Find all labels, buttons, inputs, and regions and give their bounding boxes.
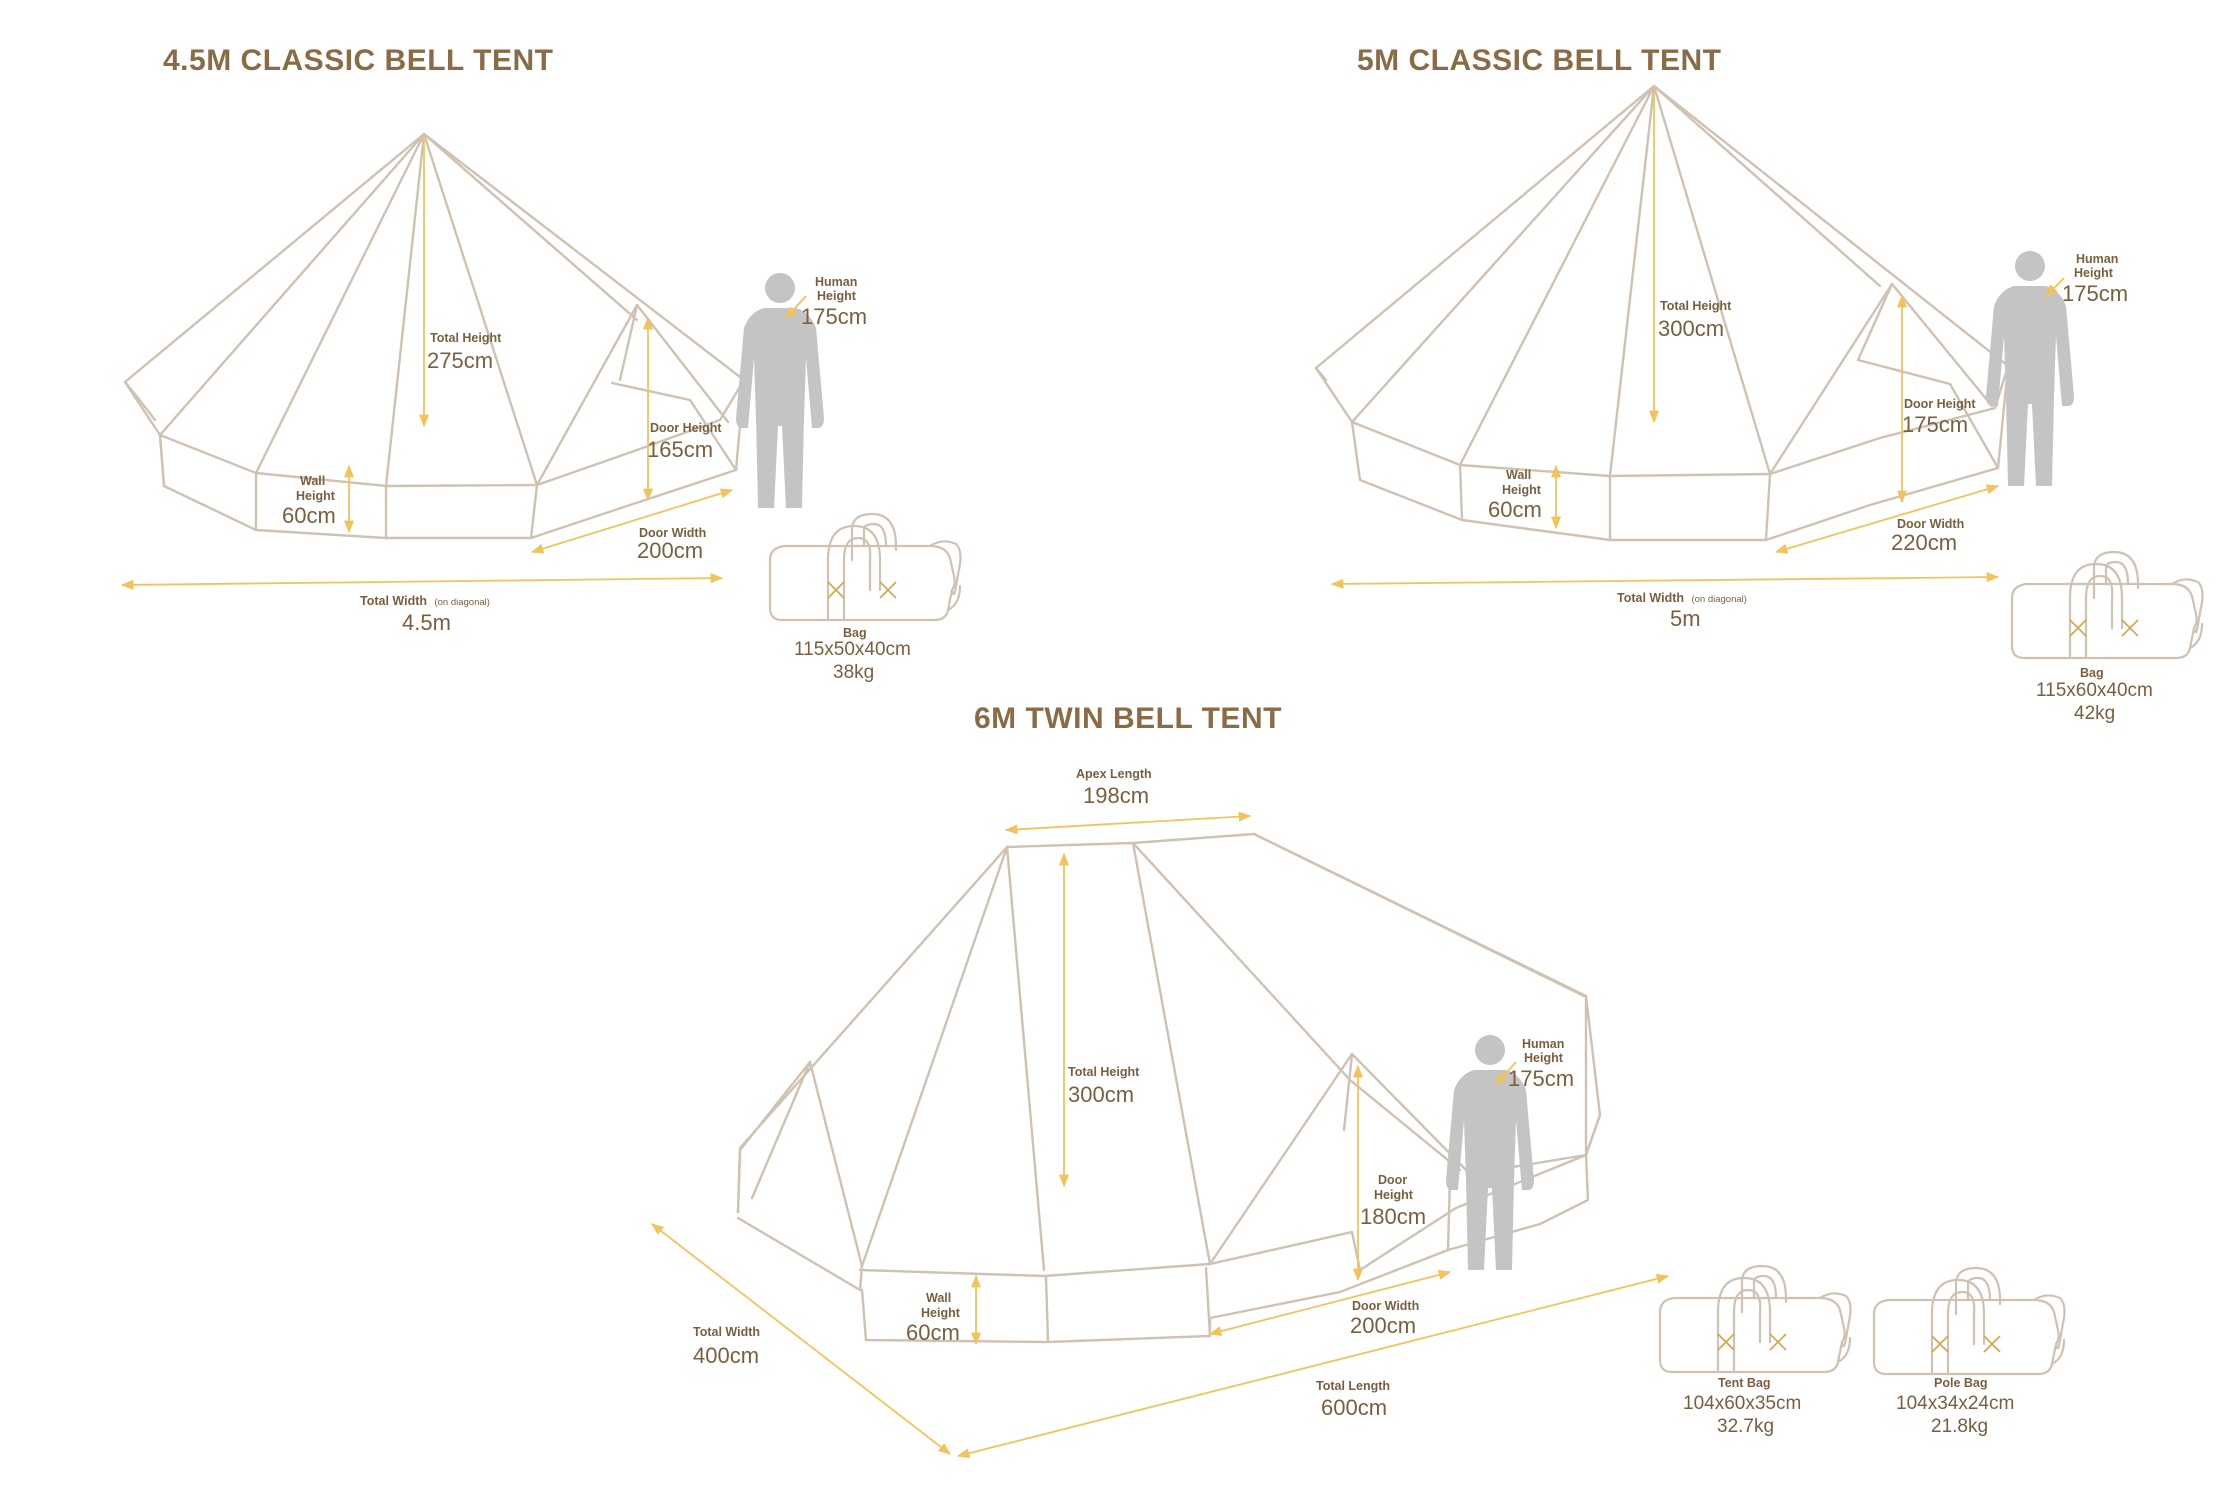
- tent-5-door-width-value: 220cm: [1891, 530, 1957, 555]
- tent-5-human-height-value: 175cm: [2062, 281, 2128, 306]
- tent-6-wall-height-label-1: Wall: [926, 1291, 951, 1305]
- tent-6-total-length-arrow: [956, 1273, 1670, 1459]
- tent-45-bag-size: 115x50x40cm: [794, 639, 911, 660]
- tent-5-wall-height-label-2: Height: [1502, 483, 1542, 497]
- tent-45-total-width-label: Total Width: [360, 594, 427, 608]
- tent-45-total-width-label-line: Total Width (on diagonal): [360, 592, 490, 609]
- tent-45-human-height-label-2: Height: [817, 289, 857, 303]
- tent-45-bag-weight: 38kg: [833, 662, 874, 683]
- tent-5-wall-height-label-1: Wall: [1506, 468, 1531, 482]
- tent-45-human-height-arrow: [785, 295, 807, 319]
- tent-5-human-height-label-1: Human: [2076, 252, 2118, 266]
- tent-45-total-height-label: Total Height: [430, 331, 502, 345]
- tent-5-total-height-value: 300cm: [1658, 316, 1724, 341]
- tent-6-apex-length-label: Apex Length: [1076, 767, 1152, 781]
- tent-6-human-height-label-1: Human: [1522, 1037, 1564, 1051]
- tent-6-human-height-value: 175cm: [1508, 1066, 1574, 1091]
- tent-45-door-width-value: 200cm: [637, 538, 703, 563]
- tent-6-apex-length-value: 198cm: [1083, 783, 1149, 808]
- tent-5-door-height-value: 175cm: [1902, 412, 1968, 437]
- tent-45-human-height-label-1: Human: [815, 275, 857, 289]
- tent-6-tent-bag-label: Tent Bag: [1718, 1376, 1771, 1390]
- tent-45-door-height-label: Door Height: [650, 421, 722, 435]
- tent-5-total-height-label: Total Height: [1660, 299, 1732, 313]
- tent-6-door-width-label: Door Width: [1352, 1299, 1419, 1313]
- tent-45-human-height-value: 175cm: [801, 304, 867, 329]
- tent-6-total-length-value: 600cm: [1321, 1395, 1387, 1420]
- tent-5-bag-size: 115x60x40cm: [2036, 680, 2153, 701]
- tent-45-total-width-arrow: [120, 573, 724, 590]
- tent-6-total-height-value: 300cm: [1068, 1082, 1134, 1107]
- tent-45-outline: [123, 132, 746, 540]
- tent-6-total-width-arrow: [651, 1223, 951, 1455]
- tent-5-title: 5M CLASSIC BELL TENT: [1357, 44, 1721, 77]
- tent-45-wall-height-label-2: Height: [296, 489, 336, 503]
- tent-5-human-height-arrow: [2045, 277, 2065, 297]
- tent-6-door-width-value: 200cm: [1350, 1313, 1416, 1338]
- tent-5-wall-height-value: 60cm: [1488, 497, 1542, 522]
- tent-6-tent-bag-icon: [1658, 1264, 1852, 1374]
- tent-6-pole-bag-size: 104x34x24cm: [1896, 1393, 2014, 1414]
- tent-6-pole-bag-label: Pole Bag: [1934, 1376, 1988, 1390]
- tent-5-door-height-label: Door Height: [1904, 397, 1976, 411]
- tent-6-total-width-value: 400cm: [693, 1343, 759, 1368]
- tent-45-wall-height-label-1: Wall: [300, 474, 325, 488]
- tent-6-human-height-arrow: [1495, 1061, 1517, 1085]
- tent-6-total-length-label: Total Length: [1316, 1379, 1390, 1393]
- tent-45-title: 4.5M CLASSIC BELL TENT: [163, 44, 553, 77]
- tent-5-door-width-label: Door Width: [1897, 517, 1964, 531]
- tent-6-wall-height-label-2: Height: [921, 1306, 961, 1320]
- tent-6-title: 6M TWIN BELL TENT: [974, 702, 1282, 735]
- tent-6-door-height-label-1: Door: [1378, 1173, 1407, 1187]
- tent-6-apex-length-arrow: [1004, 811, 1252, 835]
- tent-45-section: 4.5M CLASSIC BELL TENT Total Height 275c…: [120, 44, 962, 683]
- tent-45-total-height-value: 275cm: [427, 348, 493, 373]
- tent-6-total-height-label: Total Height: [1068, 1065, 1140, 1079]
- tent-5-door-width-arrow: [1774, 484, 2000, 554]
- tent-45-total-width-note: (on diagonal): [434, 597, 489, 608]
- tent-5-bag-icon: [2010, 550, 2204, 660]
- tent-5-total-width-value: 5m: [1670, 606, 1701, 631]
- tent-45-wall-height-value: 60cm: [282, 503, 336, 528]
- tent-6-pole-bag-weight: 21.8kg: [1931, 1416, 1988, 1437]
- tent-6-tent-bag-weight: 32.7kg: [1717, 1416, 1774, 1437]
- tent-5-total-width-note: (on diagonal): [1691, 594, 1746, 605]
- tent-45-door-height-value: 165cm: [647, 437, 713, 462]
- tent-6-tent-bag-size: 104x60x35cm: [1683, 1393, 1801, 1414]
- tent-45-total-width-value: 4.5m: [402, 610, 451, 635]
- tent-45-door-width-label: Door Width: [639, 526, 706, 540]
- tent-6-door-height-value: 180cm: [1360, 1204, 1426, 1229]
- tent-5-outline: [1314, 84, 2010, 542]
- tent-6-door-height-label-2: Height: [1374, 1188, 1414, 1202]
- tent-5-bag-weight: 42kg: [2074, 703, 2115, 724]
- tent-6-pole-bag-icon: [1872, 1266, 2066, 1376]
- tent-45-bag-label: Bag: [843, 626, 867, 640]
- tent-6-section: 6M TWIN BELL TENT Apex Length 198cm Tota…: [651, 702, 2066, 1459]
- tent-5-section: 5M CLASSIC BELL TENT Total Height 300cm …: [1314, 44, 2204, 724]
- tent-5-total-width-arrow: [1330, 572, 2000, 589]
- tent-5-total-width-label-line: Total Width (on diagonal): [1617, 589, 1747, 606]
- tent-6-total-width-label: Total Width: [693, 1325, 760, 1339]
- tent-45-door-width-arrow: [530, 488, 734, 554]
- tent-45-bag-icon: [768, 512, 962, 622]
- tent-5-bag-label: Bag: [2080, 666, 2104, 680]
- tent-6-human-height-label-2: Height: [1524, 1051, 1564, 1065]
- tent-6-wall-height-value: 60cm: [906, 1320, 960, 1345]
- tent-5-human-height-label-2: Height: [2074, 266, 2114, 280]
- tent-5-total-width-label: Total Width: [1617, 591, 1684, 605]
